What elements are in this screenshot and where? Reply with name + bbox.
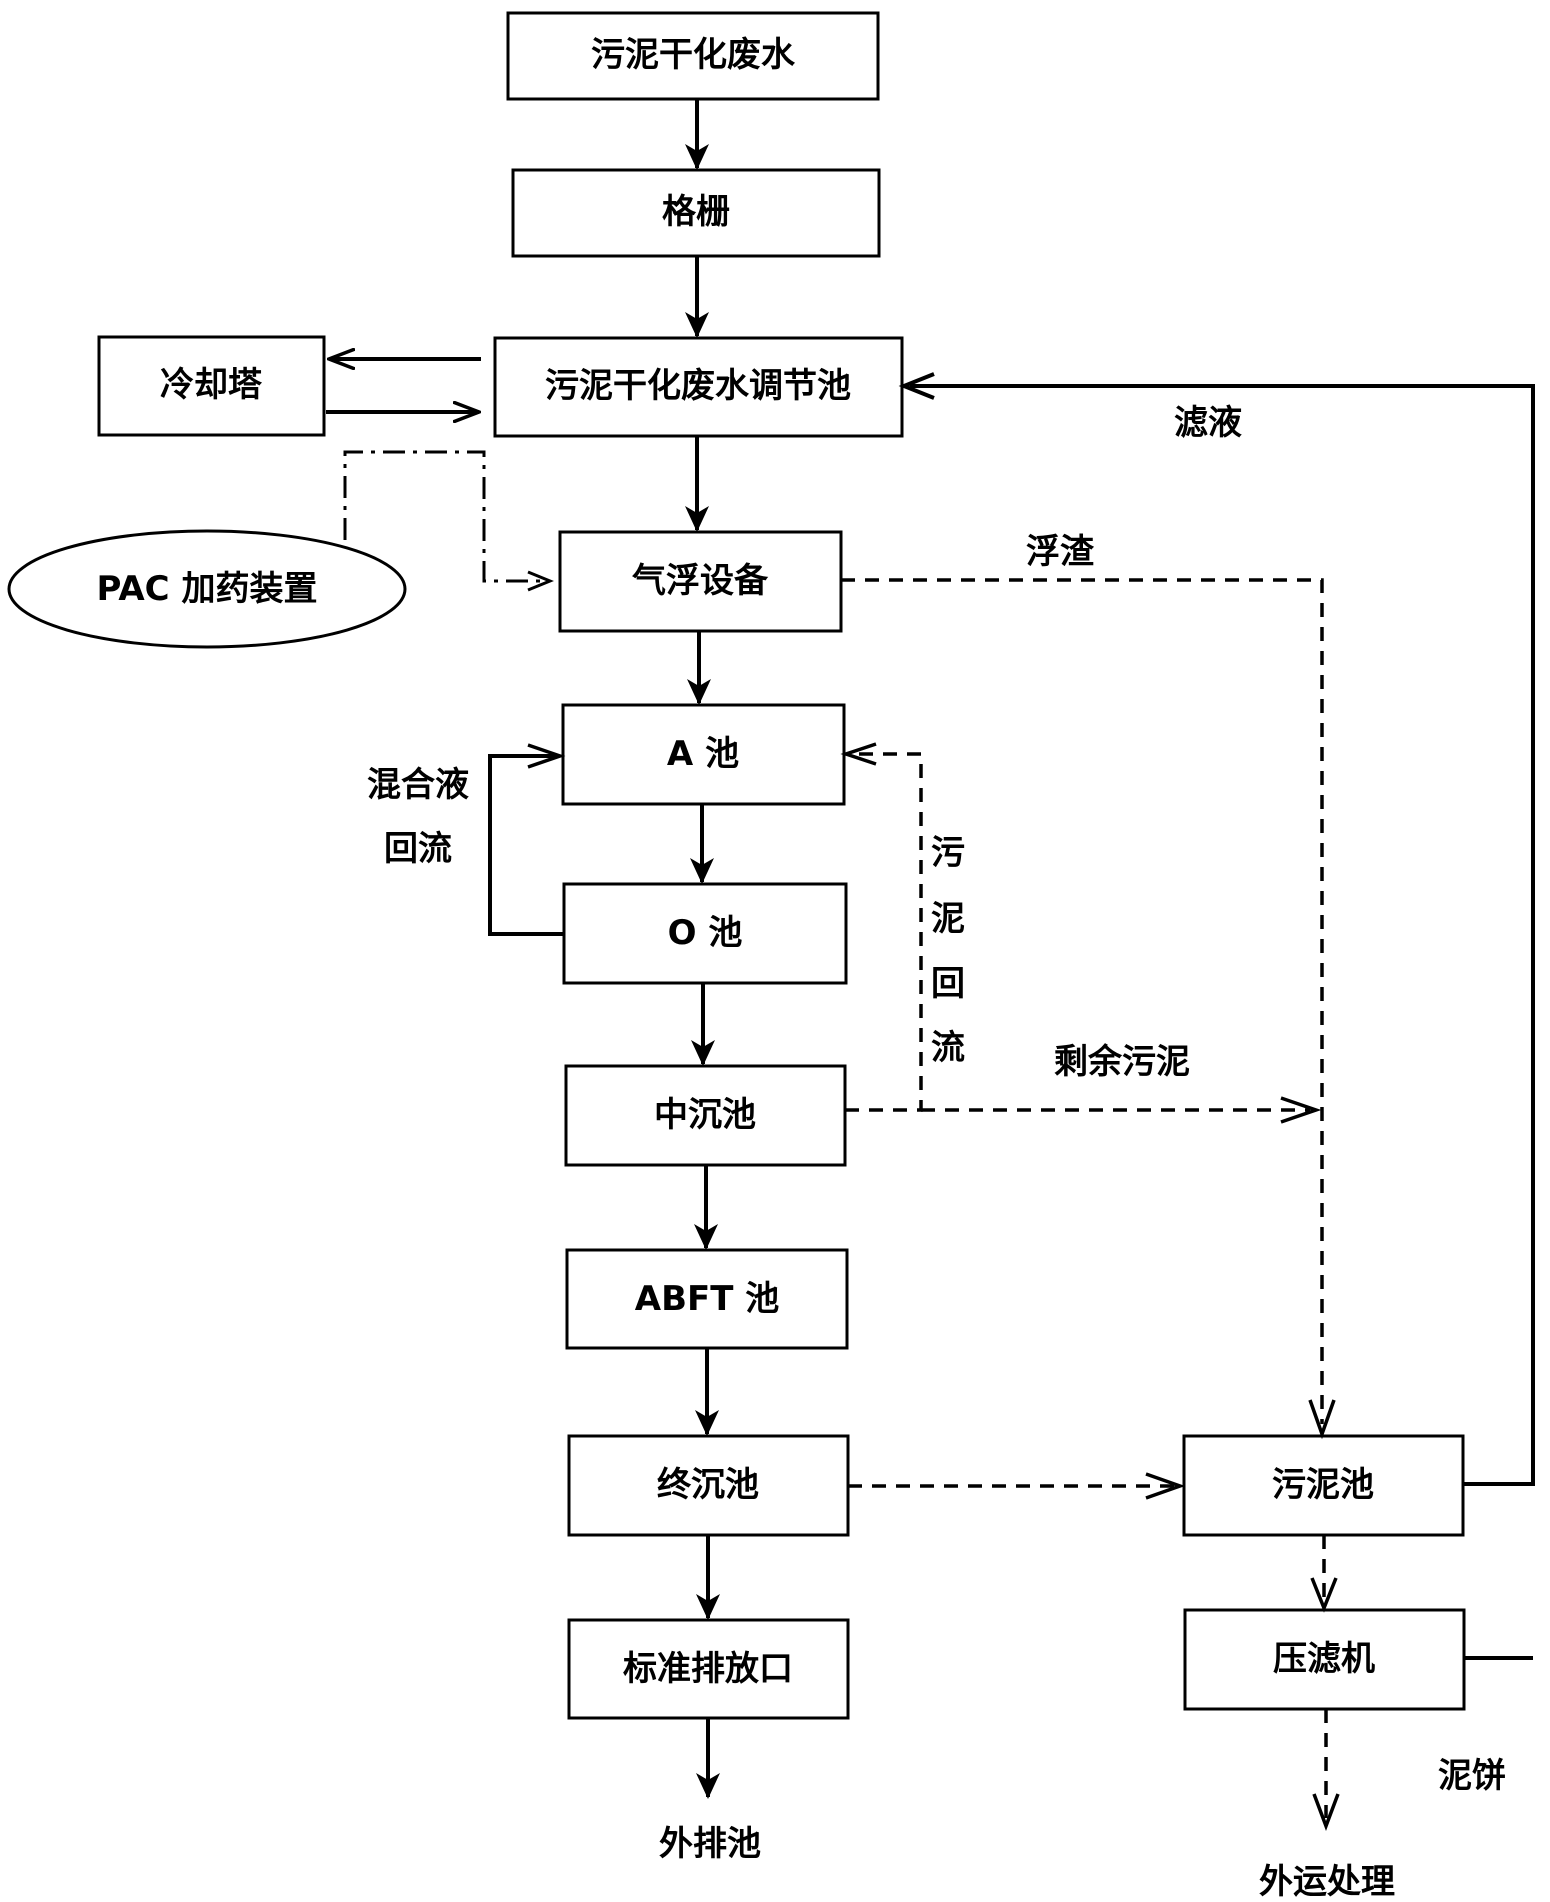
node-filter-press-label: 压滤机 [1273,1639,1375,1679]
node-cooling-tower: 冷却塔 [97,335,326,437]
edge-scum-to-sludge-tank [841,578,1324,1424]
label-excess-sludge: 剩余污泥 [1054,1042,1190,1082]
node-external-disposal-label: 外运处理 [1259,1862,1395,1902]
edge-sludge-press-arrowhead [1310,1577,1338,1613]
label-sludge-return-3: 回 [931,964,965,1004]
label-mixed-liquor-2: 回流 [384,829,452,869]
node-final-settling: 终沉池 [567,1434,850,1537]
node-a-tank-label: A 池 [667,734,739,774]
label-sludge-return-1: 污 [931,833,965,873]
node-air-flotation: 气浮设备 [558,530,843,633]
node-mid-settling-label: 中沉池 [654,1095,756,1135]
node-filter-press: 压滤机 [1183,1608,1466,1711]
edge-pac-to-flotation [343,450,548,583]
node-sludge-tank: 污泥池 [1182,1434,1465,1537]
node-wastewater-label: 污泥干化废水 [591,35,796,75]
edge-mixed-liquor-return [488,754,564,936]
node-wastewater: 污泥干化废水 [506,11,880,101]
node-cooling-tower-label: 冷却塔 [160,365,263,405]
label-mixed-liquor-1: 混合液 [367,765,469,805]
node-pac-dosing-label: PAC 加药装置 [97,569,318,609]
label-scum: 浮渣 [1026,532,1095,572]
edge-filtrate-arrowhead [898,372,935,400]
edge-final-sludge-arrowhead [1145,1472,1186,1500]
node-o-tank: O 池 [562,882,848,985]
label-sludge-return-4: 流 [931,1028,965,1068]
node-discharge-outlet: 标准排放口 [567,1618,850,1720]
label-sludge-cake: 泥饼 [1438,1756,1506,1796]
label-sludge-return-2: 泥 [931,899,965,939]
node-abft-tank: ABFT 池 [565,1248,849,1350]
edge-mixed-liquor-arrowhead [527,743,566,769]
edge-sludge-return-arrowhead [840,742,877,766]
node-pac-dosing: PAC 加药装置 [7,529,407,649]
node-outer-tank-label: 外排池 [659,1824,761,1864]
node-air-flotation-label: 气浮设备 [631,561,769,601]
edge-scum-arrowhead [1308,1399,1336,1440]
node-abft-tank-label: ABFT 池 [635,1279,779,1319]
node-sludge-tank-label: 污泥池 [1272,1465,1374,1505]
node-regulating-tank-label: 污泥干化废水调节池 [545,366,851,406]
edge-sludge-return [845,752,923,1112]
node-grille-label: 格栅 [662,192,730,232]
edge-sludge-tank-filtrate [910,384,1535,1486]
node-discharge-outlet-label: 标准排放口 [623,1649,793,1689]
node-grille: 格栅 [511,168,881,258]
node-final-settling-label: 终沉池 [657,1465,759,1505]
node-regulating-tank: 污泥干化废水调节池 [493,336,904,438]
node-mid-settling: 中沉池 [564,1064,847,1167]
edge-excess-sludge-arrowhead [1280,1096,1322,1124]
node-o-tank-label: O 池 [668,913,743,953]
node-a-tank: A 池 [561,703,846,806]
edge-press-disposal-arrowhead [1312,1793,1340,1831]
label-filtrate: 滤液 [1174,403,1242,443]
edge-pac-arrowhead [527,570,554,592]
